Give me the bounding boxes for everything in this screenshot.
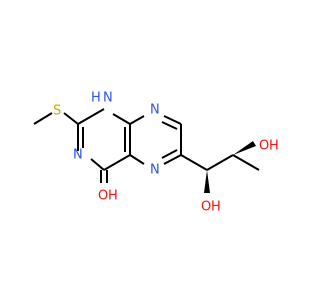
- atom-label-n8: N: [150, 103, 160, 118]
- bond-c6-n5-double: [161, 149, 178, 159]
- atom-label-hydroxyl-hydrogen-2: H: [269, 139, 279, 154]
- bond-c1prime-c2prime: [206, 154, 234, 171]
- bond-s-c2: [63, 112, 79, 125]
- wedge-c2prime-oh: [233, 141, 256, 155]
- bond-n8-c7: [163, 115, 182, 125]
- atom-label-carbonyl-hydrogen: H: [108, 189, 118, 204]
- stereo-wedges: [204, 141, 256, 193]
- bond-n8-c7-double: [161, 121, 178, 130]
- bonds: [33, 108, 260, 183]
- atom-label-n5: N: [150, 163, 160, 178]
- bond-c2prime-c3prime: [232, 154, 260, 171]
- atom-label-n1: N: [103, 91, 113, 106]
- atom-label-hydroxyl-hydrogen-1: H: [211, 200, 221, 215]
- bond-c8a-n1: [112, 113, 131, 125]
- bond-c4-c4a: [103, 154, 131, 171]
- atom-label-hydroxyl-oxygen-1: O: [201, 200, 211, 215]
- atom-label-n3: N: [73, 148, 83, 163]
- atom-label-n1-hydrogen: H: [91, 91, 101, 106]
- bond-n3-c4: [90, 158, 105, 171]
- molecule-structure-diagram: H N N S N N O H O H O H: [33, 91, 279, 215]
- bond-c8a-n8: [129, 115, 145, 125]
- bond-c2-n1: [77, 108, 105, 125]
- atom-label-sulfur: S: [53, 104, 61, 119]
- bond-n5-c4a: [129, 154, 145, 165]
- bond-c6-c1prime: [180, 154, 208, 171]
- bond-methyl-s: [33, 112, 53, 125]
- atom-label-hydroxyl-oxygen-2: O: [259, 139, 269, 154]
- atom-labels: H N N S N N O H O H O H: [53, 91, 279, 215]
- atom-label-carbonyl-oxygen: O: [98, 189, 108, 204]
- bond-c6-n5: [163, 154, 182, 165]
- wedge-c1prime-oh: [204, 170, 210, 193]
